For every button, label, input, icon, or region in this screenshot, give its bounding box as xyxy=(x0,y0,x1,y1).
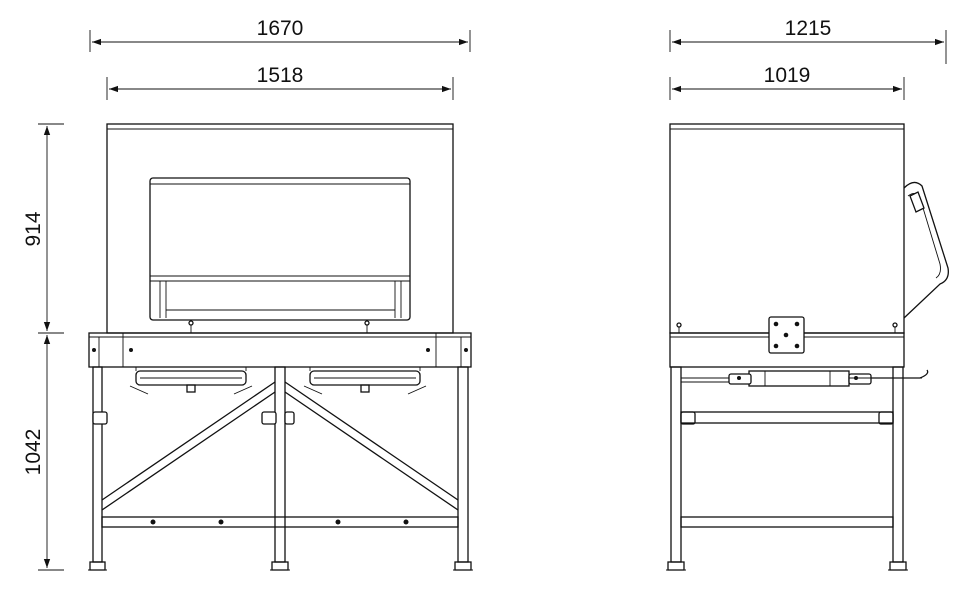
dimension-label-overall-width: 1670 xyxy=(257,17,304,40)
side-clamp-mechanism xyxy=(681,369,929,387)
side-legs xyxy=(666,366,908,571)
dimension-stand-height: 1042 xyxy=(22,335,64,571)
front-view xyxy=(88,123,473,571)
front-clamp-right xyxy=(303,367,427,395)
dimension-label-cabinet-depth: 1019 xyxy=(764,64,811,87)
dimension-label-cabinet-height: 914 xyxy=(22,211,45,246)
dimension-cabinet-height: 914 xyxy=(22,123,64,334)
side-handle xyxy=(903,181,949,319)
dimension-overall-width: 1670 xyxy=(89,17,471,52)
side-cabinet xyxy=(669,123,905,334)
dimension-cabinet-depth: 1019 xyxy=(669,64,905,100)
front-cross-braces xyxy=(101,381,459,511)
dimension-overall-depth: 1215 xyxy=(669,17,947,64)
dimension-label-cabinet-width: 1518 xyxy=(257,64,304,87)
dimension-label-stand-height: 1042 xyxy=(22,429,45,476)
side-rails xyxy=(680,411,894,528)
front-legs xyxy=(88,366,473,571)
front-dimensions: 1670 1518 914 1042 xyxy=(22,17,471,571)
dimension-cabinet-width: 1518 xyxy=(106,64,454,100)
front-cabinet xyxy=(106,123,454,334)
dimension-label-overall-depth: 1215 xyxy=(785,17,832,40)
front-clamp-left xyxy=(129,367,253,395)
side-table-frame xyxy=(669,316,905,368)
front-table-frame xyxy=(88,332,472,368)
side-view xyxy=(666,123,949,571)
front-lower-rail xyxy=(101,516,459,528)
side-dimensions: 1215 1019 xyxy=(669,17,947,100)
